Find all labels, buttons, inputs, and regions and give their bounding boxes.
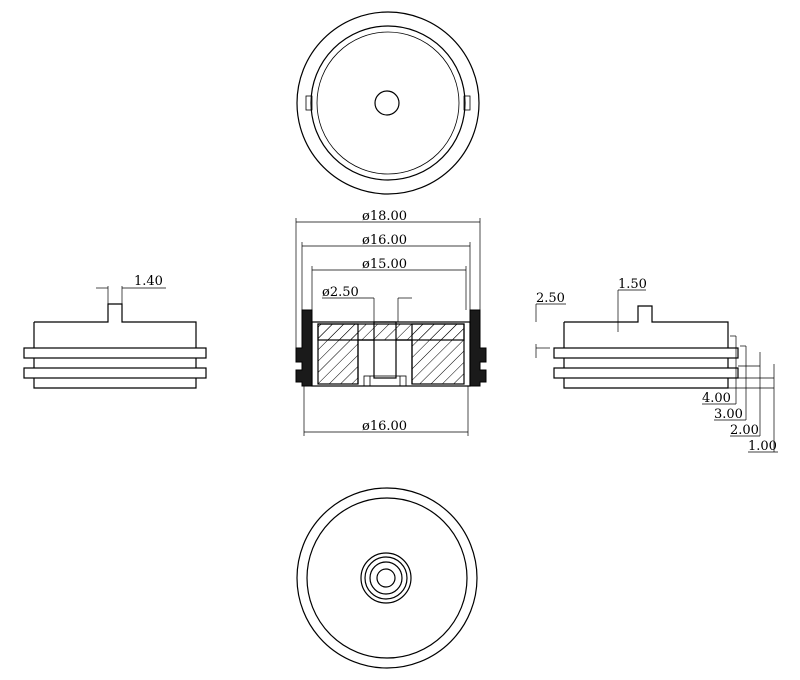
dim-h3: 3.00 [714, 407, 743, 422]
top-center-hole [374, 90, 400, 116]
left-body-bottom [33, 378, 197, 389]
top-inner-circle [310, 25, 466, 181]
bottom-boss-outer [360, 552, 412, 604]
dim-right-slot: 1.50 [618, 277, 647, 292]
top-view [296, 11, 480, 195]
top-notch-left [305, 95, 313, 111]
dim-d15: ø15.00 [362, 257, 407, 272]
left-side-view: 1.40 [23, 274, 207, 389]
section-center-pin [373, 321, 397, 379]
dim-d16-top: ø16.00 [362, 233, 407, 248]
top-notch-right [463, 95, 471, 111]
right-body-mid [563, 358, 729, 368]
dim-d18: ø18.00 [362, 209, 407, 224]
right-dim-lines [535, 289, 778, 453]
dim-h2: 2.00 [730, 423, 759, 438]
bottom-center-hole [376, 568, 396, 588]
dim-d16-bottom: ø16.00 [362, 419, 407, 434]
left-flange-upper [23, 347, 207, 359]
dim-h4: 4.00 [702, 391, 731, 406]
dim-d2-5: ø2.50 [322, 285, 359, 300]
section-dim-lines [295, 218, 481, 436]
dim-h1: 1.00 [748, 439, 777, 454]
left-dim-lines [96, 286, 166, 304]
bottom-view [296, 487, 478, 669]
top-outer-circle [296, 11, 480, 195]
section-cavity-edges [357, 339, 413, 384]
section-recess-lines [369, 376, 401, 386]
section-top-plate [317, 323, 465, 341]
section-right-wall [469, 309, 487, 387]
bottom-boss-mid [364, 556, 408, 600]
left-body-top [34, 303, 197, 348]
right-flange-lower [553, 367, 739, 379]
right-body-top [564, 305, 729, 348]
section-view: ø18.00 ø16.00 ø15.00 ø2.50 ø16.00 [295, 209, 487, 436]
section-left-wall [295, 309, 313, 387]
bottom-inner-circle [306, 497, 468, 659]
top-rim-circle [316, 31, 460, 175]
left-body-mid [33, 358, 197, 368]
dim-right-top: 2.50 [536, 291, 565, 306]
bottom-boss-inner [369, 561, 403, 595]
dim-left-slot: 1.40 [134, 274, 163, 289]
right-flange-upper [553, 347, 739, 359]
section-bottom-recess [363, 375, 407, 387]
right-body-bottom [563, 378, 729, 389]
left-flange-lower [23, 367, 207, 379]
bottom-outer-circle [296, 487, 478, 669]
right-side-view: 1.50 2.50 4.00 3.00 2.00 1.00 [535, 277, 778, 454]
